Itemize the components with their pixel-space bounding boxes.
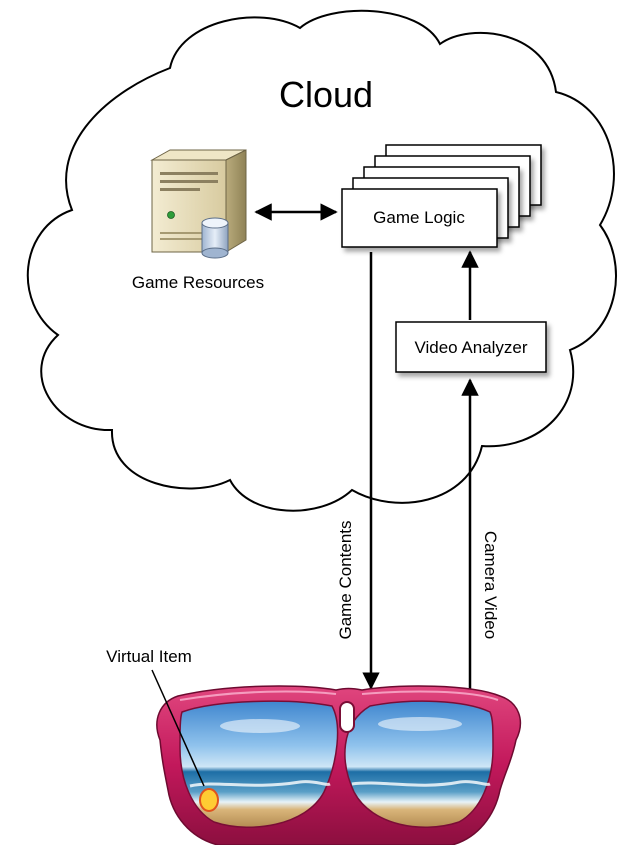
bridge-slot: [339, 701, 355, 733]
virtual-item-label: Virtual Item: [106, 647, 192, 666]
game-resources-label: Game Resources: [132, 273, 264, 292]
game-contents-label: Game Contents: [336, 520, 355, 639]
ar-glasses: [156, 685, 521, 845]
game-logic-label: Game Logic: [373, 208, 465, 227]
virtual-item-pointer: [151, 669, 205, 787]
video-analyzer-box: [395, 321, 547, 373]
game-logic-stack: [341, 144, 542, 248]
server-icon: [150, 149, 247, 259]
left-lens: [179, 700, 339, 828]
cloud-title: Cloud: [279, 74, 373, 115]
video-analyzer-label: Video Analyzer: [414, 338, 527, 357]
virtual-item-marker: [199, 788, 219, 812]
right-lens: [344, 700, 494, 828]
game-logic-box: [341, 188, 498, 248]
camera-video-label: Camera Video: [481, 531, 500, 639]
